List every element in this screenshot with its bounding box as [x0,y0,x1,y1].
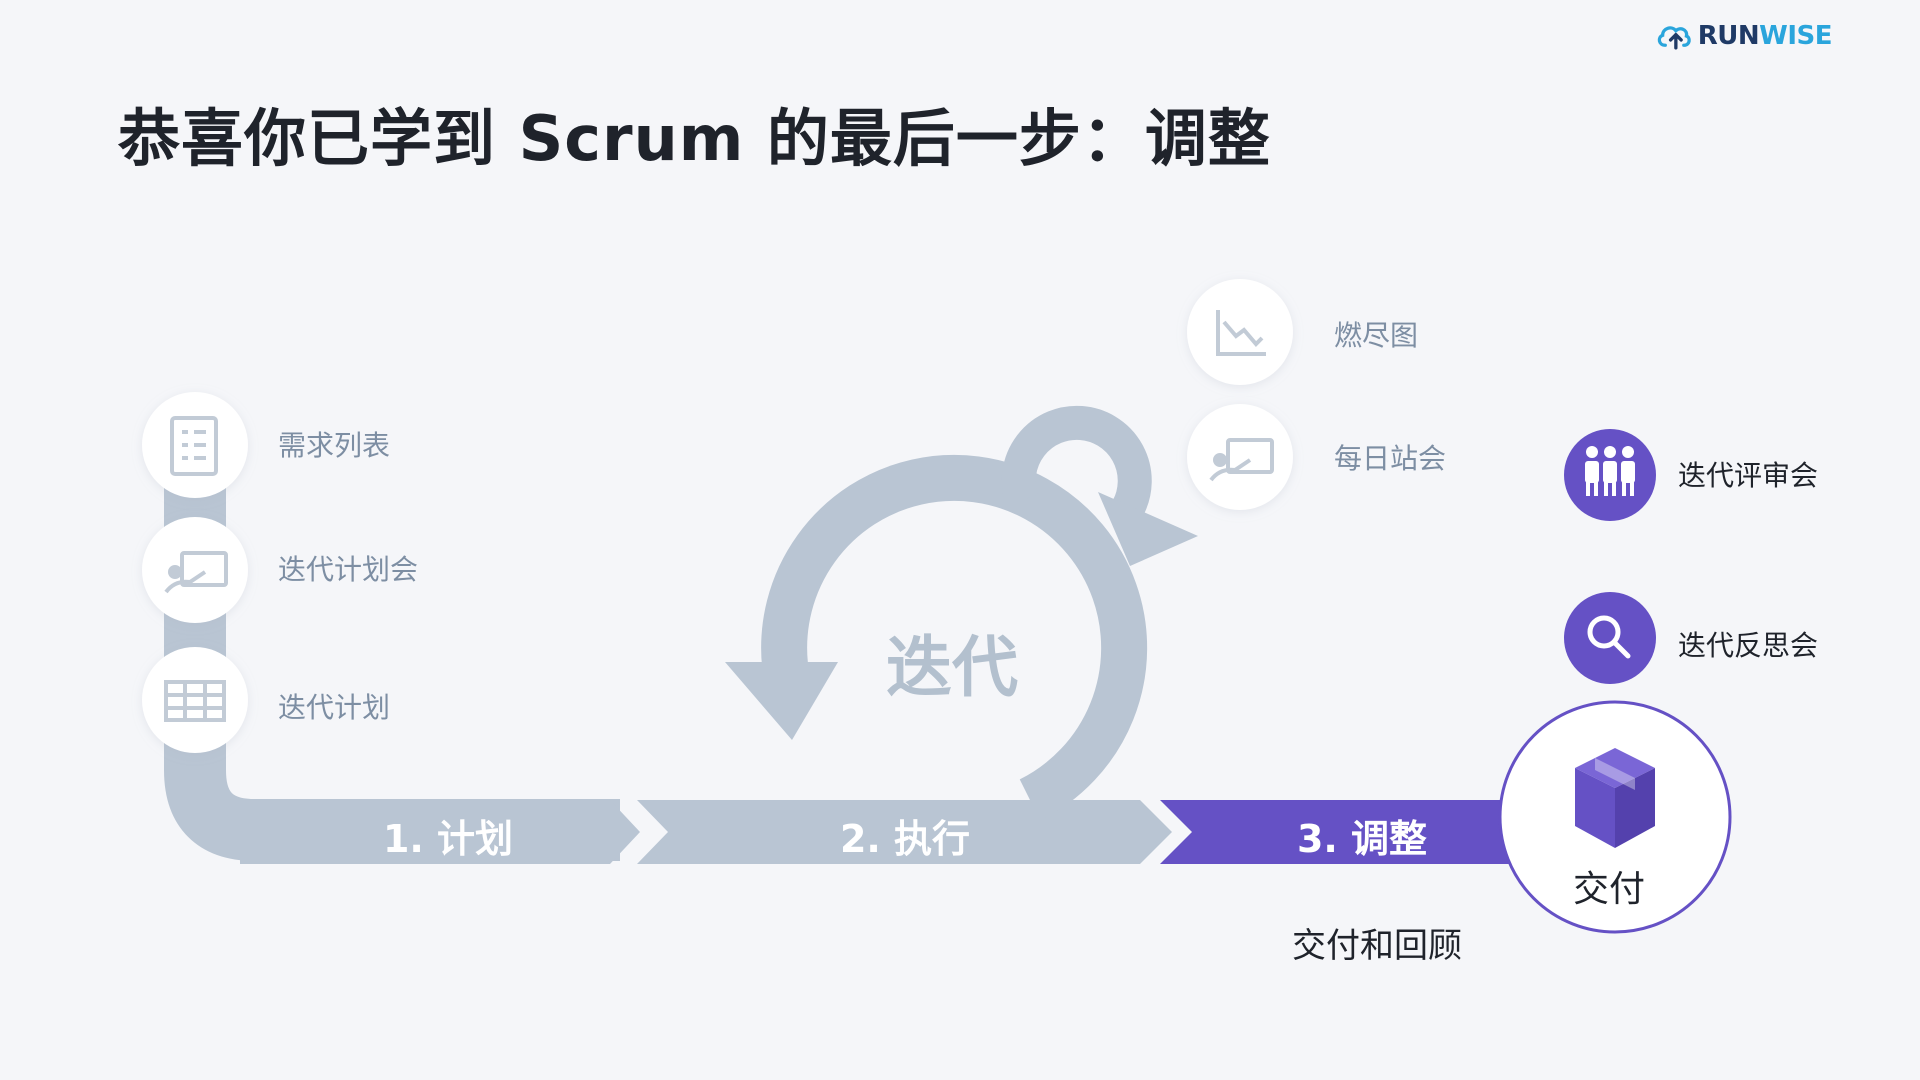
left-item-label: 迭代计划会 [278,553,419,586]
retro-circle [1564,592,1656,684]
page-title: 恭喜你已学到 Scrum 的最后一步：调整 [118,102,1271,175]
table-grid-icon [164,680,226,722]
deliver-label: 交付 [1572,869,1646,910]
iteration-cycle-arc [761,454,1148,821]
left-item-label: 迭代计划 [278,691,391,724]
burndown-chart-icon [1216,310,1266,356]
left-rail [164,440,620,861]
review-label: 迭代评审会 [1678,459,1819,492]
top-icon-circles [1187,279,1293,510]
step-adjust-label: 3. 调整 [1296,817,1428,861]
top-item-label: 每日站会 [1334,442,1447,475]
left-item-label: 需求列表 [278,429,391,462]
magnifier-icon [1587,615,1631,659]
step-execute-label: 2. 执行 [839,817,971,861]
iteration-label: 迭代 [886,629,1018,706]
iteration-cycle-arrowhead [725,662,838,740]
top-item-label: 燃尽图 [1334,319,1419,352]
logo-text: RUNWISE [1697,21,1833,51]
daily-loop-arc [1001,405,1152,516]
cloud-icon [1657,26,1691,50]
presentation-icon [1209,438,1274,482]
list-document-icon [170,416,218,476]
presentation-icon [164,551,228,594]
step-plan-label: 1. 计划 [382,817,514,861]
package-box-icon [1575,748,1655,848]
people-group-icon [1585,446,1635,496]
deliver-caption: 交付和回顾 [1292,926,1462,966]
retro-label: 迭代反思会 [1678,629,1819,662]
daily-loop-arrowhead [1098,492,1198,566]
chevron-adjust [1160,800,1562,864]
runwise-logo: RUNWISE [1656,14,1832,58]
chevron-plan [240,800,640,864]
